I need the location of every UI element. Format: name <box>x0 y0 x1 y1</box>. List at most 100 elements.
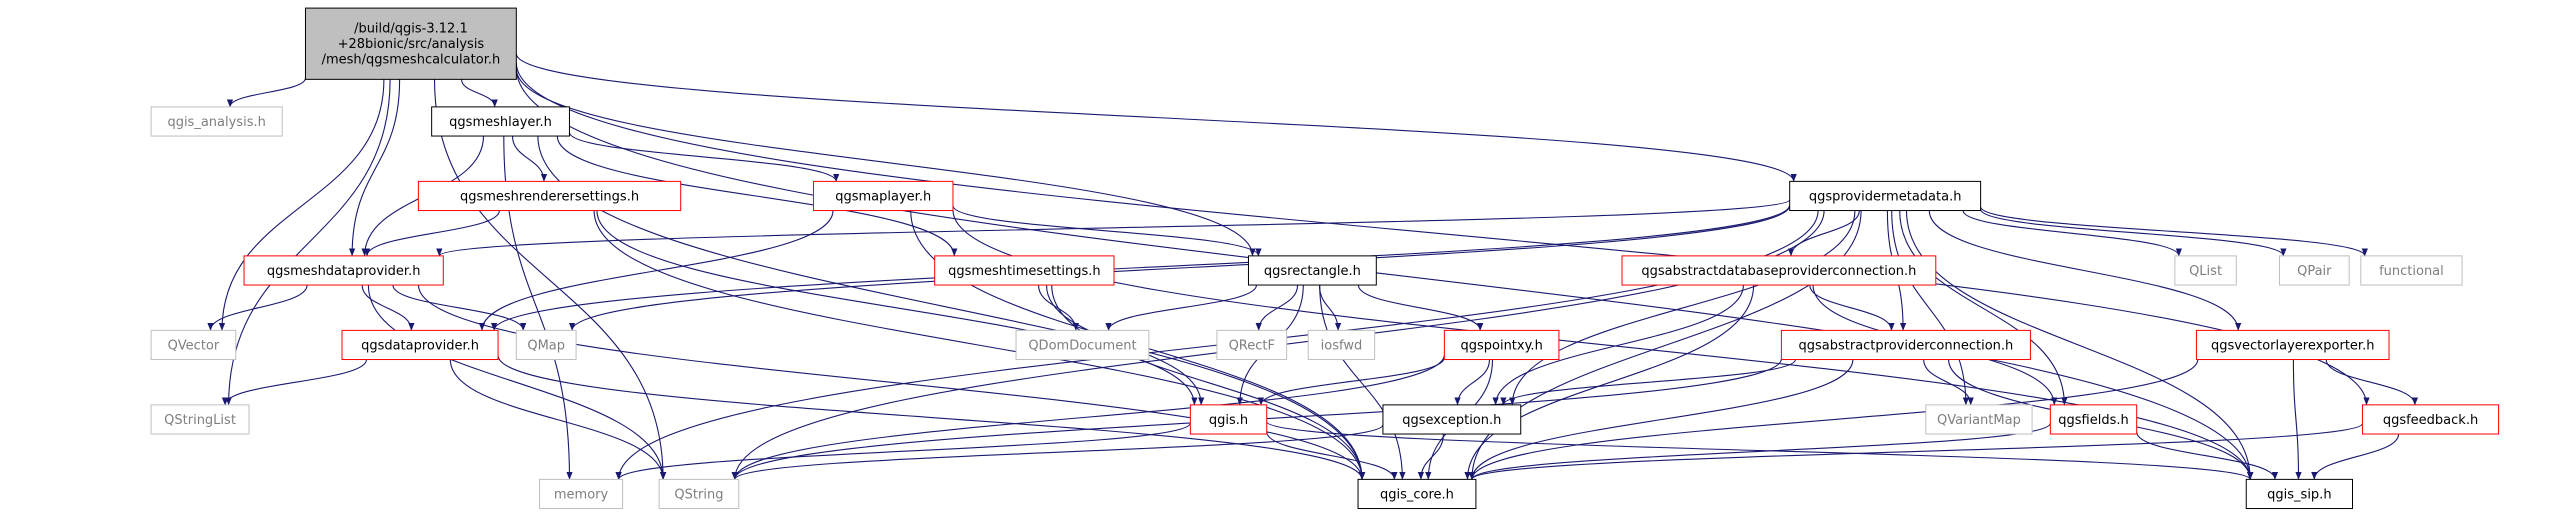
edge-layer <box>207 53 2419 480</box>
node-qgsmaplayer[interactable]: qgsmaplayer.h <box>812 180 954 212</box>
edge-qgsprovidermetadata-to-qgsabstractdatabaseproviderconnection <box>1787 210 1860 257</box>
edge-qgspointxy-to-qgsexception <box>1454 359 1491 406</box>
node-qgsfields[interactable]: qgsfields.h <box>2049 404 2138 435</box>
edge-line <box>417 284 1366 480</box>
edge-qgsmeshlayer-to-qgsmeshrenderersettings <box>511 135 548 182</box>
node-label: qgsabstractproviderconnection.h <box>1798 338 2013 353</box>
node-box <box>304 7 517 80</box>
edge-line <box>436 199 1791 257</box>
node-box <box>1307 329 1376 361</box>
edge-qgsrectangle-to-qdomdocument <box>1105 284 1258 331</box>
edge-line <box>515 53 1797 182</box>
edge-line <box>361 284 415 331</box>
node-qgsfeedback[interactable]: qgsfeedback.h <box>2361 404 2500 435</box>
node-qgsrectangle[interactable]: qgsrectangle.h <box>1247 255 1377 286</box>
node-box <box>1443 329 1560 361</box>
edge-line <box>1464 284 1755 480</box>
edge-line <box>1037 284 1080 331</box>
node-box <box>150 404 250 435</box>
edge-line <box>1500 359 1797 406</box>
node-label: qgsmeshtimesettings.h <box>948 264 1101 279</box>
node-qgsmeshtimesettings[interactable]: qgsmeshtimesettings.h <box>934 255 1115 286</box>
edge-line <box>593 210 1366 480</box>
edge-qgsdataprovider-to-qgis-core <box>497 355 1366 480</box>
node-box <box>2174 255 2237 286</box>
edge-line <box>1266 421 2254 480</box>
node-qgsabstractproviderconnection[interactable]: qgsabstractproviderconnection.h <box>1780 329 2031 361</box>
edge-line <box>218 79 385 331</box>
edge-line <box>1357 284 1484 331</box>
node-label: qgsexception.h <box>1402 413 1501 428</box>
edge-qgsprovidermetadata-to-functional <box>1980 206 2368 257</box>
edge-line <box>491 204 1791 331</box>
node-box <box>1189 404 1268 435</box>
edge-qgsmeshdataprovider-to-qgsdataprovider <box>361 284 415 331</box>
node-box <box>1925 404 2033 435</box>
edge-root-to-qgsmeshlayer <box>460 79 498 108</box>
edge-line <box>1980 206 2368 257</box>
edge-qgsmeshrenderersettings-to-qgsmeshdataprovider <box>363 210 500 257</box>
node-box <box>2049 404 2138 435</box>
edge-qgis-h-to-qgis-core <box>1266 431 1398 480</box>
node-box <box>150 106 283 137</box>
node-label: qgsfeedback.h <box>2383 413 2478 428</box>
edge-qgsabstractdatabaseproviderconnection-to-qgsexception <box>1492 284 1744 406</box>
node-qgsabstractdatabaseproviderconnection[interactable]: qgsabstractdatabaseproviderconnection.h <box>1621 255 1937 286</box>
edge-qgsmeshtimesettings-to-qdomdocument <box>1037 284 1080 331</box>
node-qgsprovidermetadata[interactable]: qgsprovidermetadata.h <box>1789 180 1982 212</box>
node-qdomdocument: QDomDocument <box>1015 329 1150 361</box>
edge-line <box>367 284 667 480</box>
edge-qgsmeshtimesettings-to-qgis-core <box>1051 284 1366 480</box>
edge-line <box>1891 210 1970 406</box>
edge-line <box>515 62 2370 406</box>
node-label: /mesh/qgsmeshcalculator.h <box>322 53 501 68</box>
node-qgsmeshrenderersettings[interactable]: qgsmeshrenderersettings.h <box>417 180 682 212</box>
node-qgspointxy[interactable]: qgspointxy.h <box>1443 329 1560 361</box>
edge-line <box>1928 210 2242 331</box>
edge-line <box>1454 359 1491 406</box>
edge-line <box>596 210 1198 406</box>
node-qgsmeshdataprovider[interactable]: qgsmeshdataprovider.h <box>243 255 444 286</box>
edge-qgsrectangle-to-qgspointxy <box>1357 284 1484 331</box>
node-label: qgsmeshdataprovider.h <box>267 264 421 279</box>
node-label: qgsmaplayer.h <box>835 189 931 204</box>
node-qgis-sip[interactable]: qgis_sip.h <box>2245 478 2353 510</box>
edge-line <box>1266 431 1398 480</box>
node-label: qgsmeshlayer.h <box>449 115 552 130</box>
edge-line <box>1105 284 1258 331</box>
edge-qgis-h-to-memory <box>615 422 1191 480</box>
edge-qgsrectangle-to-qgis-core <box>1319 284 1406 480</box>
edge-root-to-qgsmeshdataprovider <box>348 79 401 257</box>
node-label: qgsfields.h <box>2058 413 2128 428</box>
node-qgis-core[interactable]: qgis_core.h <box>1357 478 1477 510</box>
edge-qgsvectorlayerexporter-to-qgis-sip <box>2292 359 2302 480</box>
node-qgsexception[interactable]: qgsexception.h <box>1382 404 1522 435</box>
node-qrectf: QRectF <box>1216 329 1288 361</box>
edge-root-to-qstring <box>433 79 667 480</box>
node-root[interactable]: /build/qgis-3.12.1+28bionic/src/analysis… <box>304 7 517 80</box>
edge-line <box>2136 431 2279 480</box>
edge-line <box>449 359 667 480</box>
edge-qgsmeshlayer-to-qgsmeshtimesettings <box>556 135 958 257</box>
edge-qgsmeshdataprovider-to-qgis-core <box>417 284 1366 480</box>
edge-line <box>392 284 527 331</box>
node-qgsmeshlayer[interactable]: qgsmeshlayer.h <box>431 106 570 137</box>
edge-line <box>1318 284 1342 331</box>
node-qgis-h[interactable]: qgis.h <box>1189 404 1268 435</box>
edge-line <box>556 135 958 257</box>
node-label: QVariantMap <box>1937 413 2021 428</box>
node-qgsvectorlayerexporter[interactable]: qgsvectorlayerexporter.h <box>2195 329 2390 361</box>
edge-root-to-qgsrectangle <box>515 68 1256 257</box>
edge-line <box>433 79 667 480</box>
edge-qgsprovidermetadata-to-qmap <box>569 205 1791 331</box>
node-qmap: QMap <box>515 329 577 361</box>
edge-line <box>348 79 401 257</box>
edge-line <box>226 77 307 108</box>
node-box <box>812 180 954 212</box>
edge-line <box>568 132 840 182</box>
edge-qgsprovidermetadata-to-qlist <box>1962 210 2183 257</box>
node-box <box>341 329 499 361</box>
node-qgsdataprovider[interactable]: qgsdataprovider.h <box>341 329 499 361</box>
node-qlist: QList <box>2174 255 2237 286</box>
node-box <box>2278 255 2350 286</box>
